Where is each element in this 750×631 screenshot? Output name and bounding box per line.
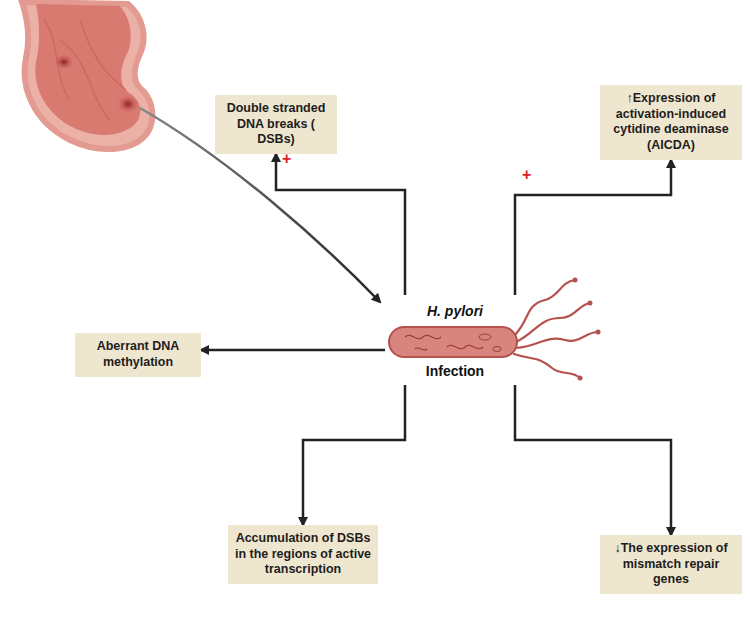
box-text: ↑Expression of activation-induced cytidi… — [606, 91, 736, 154]
effect-arrow — [276, 154, 405, 295]
organism-name: H. pylori — [385, 303, 525, 319]
effect-arrow — [303, 385, 405, 525]
effect-arrow — [515, 160, 671, 295]
box-text: ↓The expression of mismatch repair genes — [606, 541, 736, 588]
box-text: Aberrant DNA methylation — [81, 339, 195, 370]
effect-box: Accumulation of DSBs in the regions of a… — [228, 525, 378, 584]
stomach-illustration — [22, 2, 152, 149]
effect-box: Aberrant DNA methylation — [75, 333, 201, 377]
effect-arrow — [515, 385, 671, 535]
effect-box: ↑Expression of activation-induced cytidi… — [600, 85, 742, 160]
plus-sign: + — [282, 150, 291, 168]
plus-sign: + — [522, 166, 531, 184]
box-text: Accumulation of DSBs in the regions of a… — [234, 531, 372, 578]
effect-box: ↓The expression of mismatch repair genes — [600, 535, 742, 594]
organism-caption: Infection — [385, 363, 525, 379]
box-text: Double stranded DNA breaks ( DSBs) — [221, 101, 331, 148]
effect-box: Double stranded DNA breaks ( DSBs) — [215, 95, 337, 154]
bacterium-node: H. pyloriInfection — [385, 295, 525, 385]
effect-arrow — [201, 349, 385, 352]
flagella — [514, 280, 598, 378]
